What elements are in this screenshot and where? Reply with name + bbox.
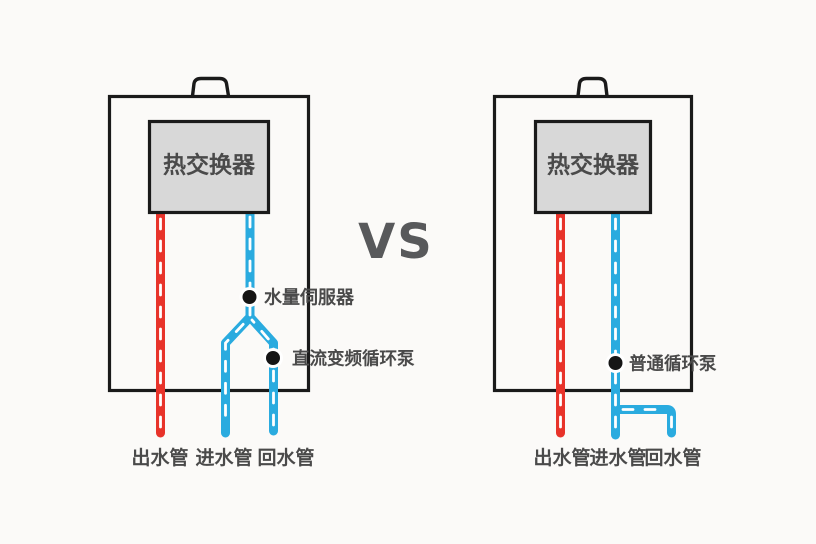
heater-body [107,94,311,393]
cold-return-pipe [245,312,278,436]
pipe-label-return: 回水管 [257,446,314,469]
right-heater-diagram: 热交换器 普通循环泵 出水管 进水管 回水管 [492,76,717,469]
cold-return-pipe-dashes [621,408,673,429]
pipe-label-outlet: 出水管 [533,446,590,469]
heat-exchanger-label: 热交换器 [547,152,640,179]
ordinary-pump-label: 普通循环泵 [629,354,717,375]
dc-pump-dot [266,351,280,365]
dc-pump-label: 直流变频循环泵 [292,349,415,370]
cold-return-pipe [611,405,676,438]
heater-handle [576,76,609,97]
ordinary-pump-dot [608,356,623,370]
left-heater-diagram: 热交换器 水量伺服器 直流变频循环泵 出水管 进水管 回水管 [107,76,415,469]
pipe-label-inlet: 进水管 [195,446,252,469]
pipe-label-outlet: 出水管 [131,446,188,469]
heater-body [492,94,694,393]
heat-exchanger-box [533,119,653,215]
water-servo-dot [242,290,257,304]
cold-inlet-pipe [221,205,255,438]
heater-handle [190,76,231,97]
heat-exchanger-box [147,119,271,215]
pipe-label-return: 回水管 [644,446,701,469]
heat-exchanger-label: 热交换器 [163,152,256,179]
cold-return-pipe-dashes [250,318,275,427]
pipe-label-inlet: 进水管 [589,446,646,469]
water-servo-label: 水量伺服器 [264,287,355,309]
vs-label: VS [358,214,434,270]
cold-inlet-pipe-dashes [224,215,252,429]
